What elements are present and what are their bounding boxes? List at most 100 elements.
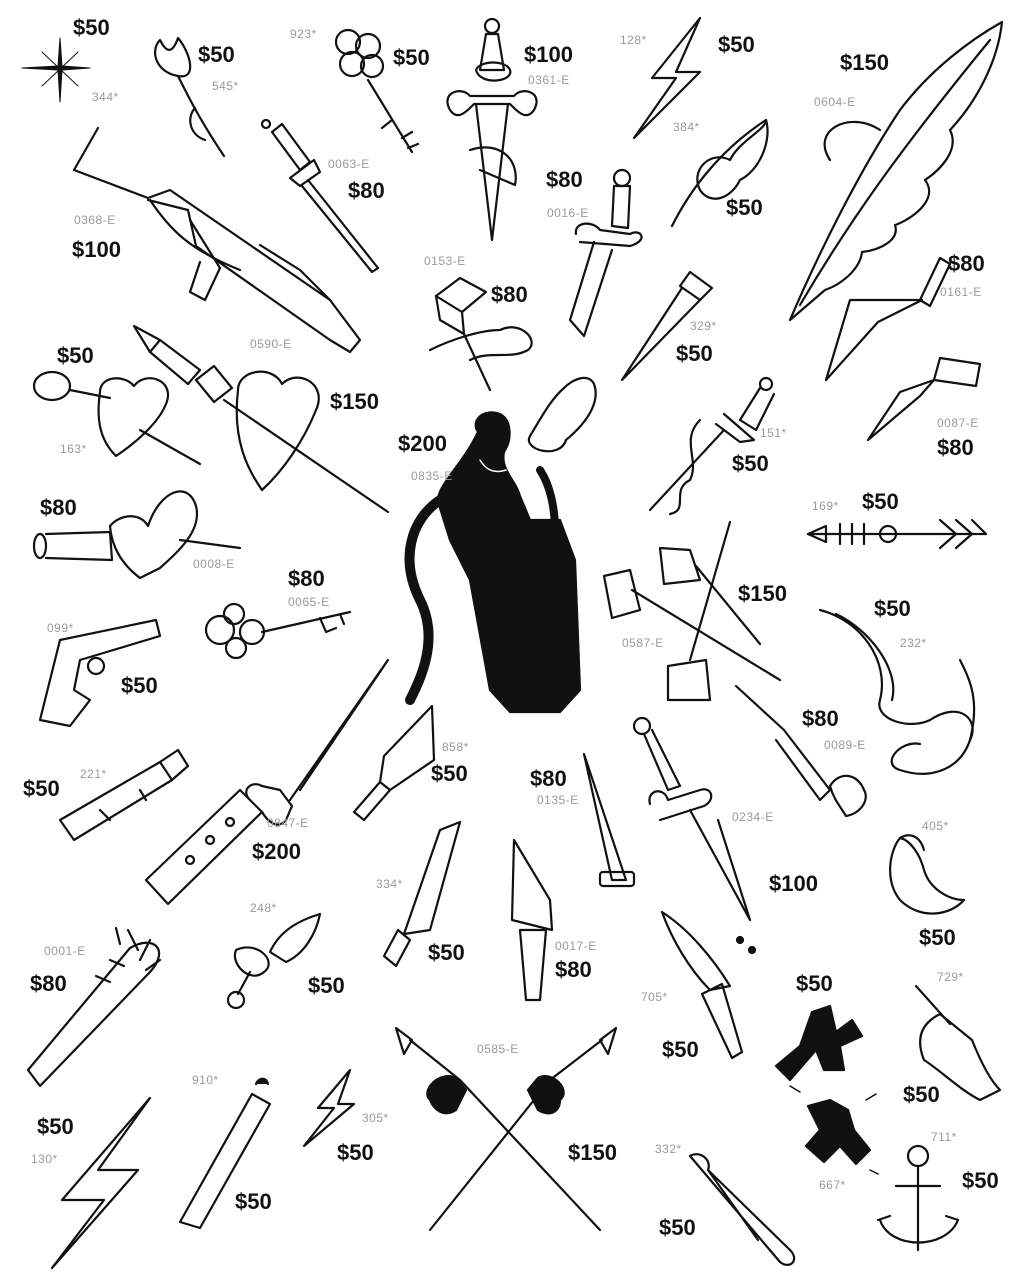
spike-icon[interactable] — [584, 754, 634, 886]
crossed-nails-icon[interactable] — [604, 522, 780, 700]
design-code: 384* — [673, 120, 700, 134]
spiked-bat-icon[interactable] — [28, 928, 160, 1086]
price-label: $80 — [288, 566, 325, 591]
switchblade-icon[interactable] — [146, 660, 388, 904]
crossed-swords-icon[interactable] — [396, 1028, 616, 1230]
design-code: 0161-E — [940, 285, 982, 299]
design-code: 405* — [922, 819, 949, 833]
price-label: $80 — [491, 282, 528, 307]
price-label: $50 — [874, 596, 911, 621]
wheat-icon[interactable] — [672, 120, 768, 226]
dagger-banner-icon[interactable] — [430, 278, 532, 390]
pierced-heart-icon[interactable] — [34, 372, 200, 464]
price-label: $100 — [72, 237, 121, 262]
price-label: $50 — [903, 1082, 940, 1107]
price-label: $50 — [428, 940, 465, 965]
price-label: $80 — [30, 971, 67, 996]
price-label: $50 — [121, 673, 158, 698]
price-label: $50 — [235, 1189, 272, 1214]
price-label: $150 — [330, 389, 379, 414]
dancing-figure-icon[interactable] — [776, 1006, 878, 1174]
price-label: $100 — [524, 42, 573, 67]
design-code: 0368-E — [74, 213, 116, 227]
price-label: $50 — [308, 973, 345, 998]
design-code: 232* — [900, 636, 927, 650]
price-label: $100 — [769, 871, 818, 896]
design-code: 0361-E — [528, 73, 570, 87]
knife-icon[interactable] — [868, 358, 980, 440]
design-code: 248* — [250, 901, 277, 915]
dagger-icon[interactable] — [570, 170, 642, 336]
design-code: 163* — [60, 442, 87, 456]
anchor-icon[interactable] — [878, 1146, 958, 1250]
tulip-icon[interactable] — [155, 38, 224, 156]
price-label: $50 — [662, 1037, 699, 1062]
nail-icon[interactable] — [622, 272, 712, 380]
lightning-bolt-icon[interactable] — [634, 18, 700, 138]
design-code: 545* — [212, 79, 239, 93]
price-label: $80 — [40, 495, 77, 520]
design-code: 0590-E — [250, 337, 292, 351]
price-label: $50 — [431, 761, 468, 786]
lightning-bolt-icon[interactable] — [304, 1070, 354, 1146]
price-label: $50 — [732, 451, 769, 476]
design-code: 334* — [376, 877, 403, 891]
dart-icon[interactable] — [736, 686, 866, 816]
price-label: $150 — [738, 581, 787, 606]
arrow-icon[interactable] — [808, 520, 986, 548]
lipstick-icon[interactable] — [60, 750, 188, 840]
rifle-icon[interactable] — [74, 128, 360, 352]
knife-icon[interactable] — [826, 258, 950, 380]
snake-icon[interactable] — [820, 610, 974, 774]
joint-icon[interactable] — [180, 1079, 270, 1228]
clover-key-icon[interactable] — [336, 30, 418, 152]
design-code: 0234-E — [732, 810, 774, 824]
safety-pin-icon[interactable] — [690, 1154, 794, 1265]
price-label: $50 — [796, 971, 833, 996]
heart-dagger-icon[interactable] — [34, 491, 240, 578]
dagger-icon[interactable] — [262, 120, 378, 272]
price-label: $50 — [198, 42, 235, 67]
price-label: $50 — [718, 32, 755, 57]
woman-snake-icon[interactable] — [410, 378, 596, 712]
design-code: 0604-E — [814, 95, 856, 109]
knife-icon[interactable] — [512, 840, 552, 1000]
design-code: 0065-E — [288, 595, 330, 609]
knife-icon[interactable] — [384, 822, 460, 966]
push-pin-icon[interactable] — [916, 986, 1000, 1100]
lightning-bolt-icon[interactable] — [52, 1098, 150, 1268]
quill-feather-icon[interactable] — [790, 22, 1002, 320]
design-code: 910* — [192, 1073, 219, 1087]
dagger-icon[interactable] — [634, 718, 755, 953]
design-code: 0001-E — [44, 944, 86, 958]
price-label: $80 — [555, 957, 592, 982]
love-key-icon[interactable] — [206, 604, 350, 658]
design-code: 329* — [690, 319, 717, 333]
design-code: 099* — [47, 621, 74, 635]
thorn-dagger-icon[interactable] — [650, 378, 774, 514]
design-code: 0585-E — [477, 1042, 519, 1056]
design-code: 667* — [819, 1178, 846, 1192]
sparkle-icon[interactable] — [22, 38, 90, 102]
price-label: $50 — [57, 343, 94, 368]
design-code: 305* — [362, 1111, 389, 1125]
design-code: 0835-E — [411, 469, 453, 483]
design-code: 0063-E — [328, 157, 370, 171]
knife-icon[interactable] — [662, 912, 742, 1058]
design-code: 0847-E — [267, 816, 309, 830]
price-label: $150 — [568, 1140, 617, 1165]
price-label: $80 — [937, 435, 974, 460]
design-code: 923* — [290, 27, 317, 41]
price-label: $50 — [73, 15, 110, 40]
price-label: $50 — [337, 1140, 374, 1165]
cleaver-icon[interactable] — [354, 706, 434, 820]
design-code: 729* — [937, 970, 964, 984]
design-code: 0135-E — [537, 793, 579, 807]
price-label: $50 — [726, 195, 763, 220]
dagger-icon[interactable] — [228, 914, 320, 1008]
dagger-icon[interactable] — [447, 19, 536, 240]
price-label: $80 — [948, 251, 985, 276]
heart-dagger-icon[interactable] — [134, 326, 388, 512]
revolver-icon[interactable] — [40, 620, 160, 726]
banana-icon[interactable] — [890, 835, 964, 913]
